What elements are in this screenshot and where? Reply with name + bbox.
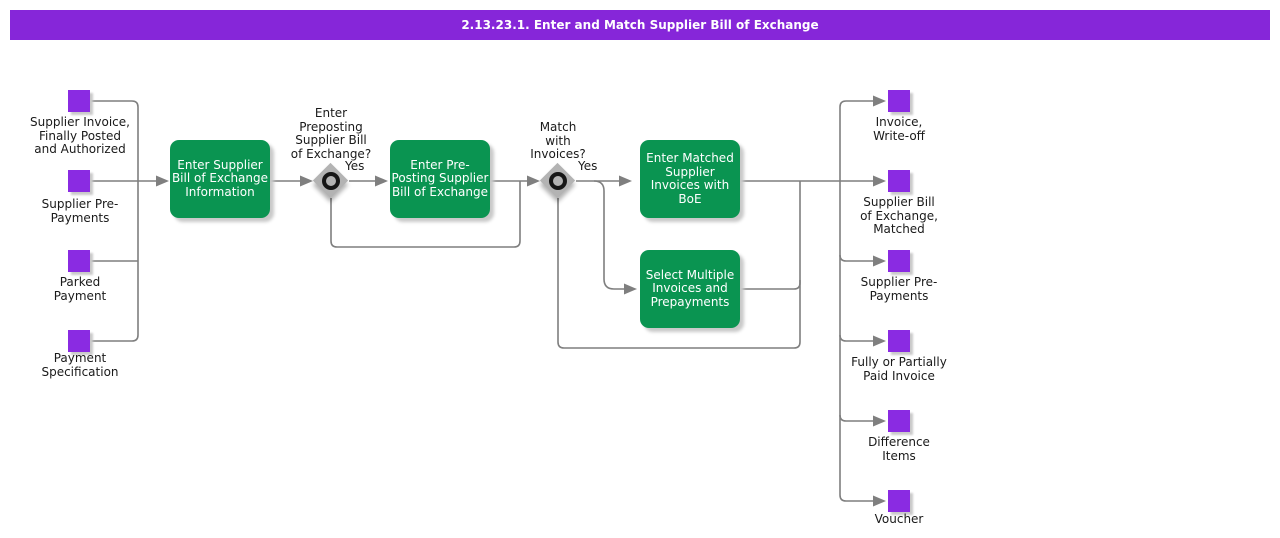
output-label-invoice-write-off: Invoice, Write-off xyxy=(873,115,925,143)
input-label-parked-payment: Parked Payment xyxy=(53,275,107,303)
output-icon-fully-partially-paid-invoice[interactable] xyxy=(888,330,910,352)
output-label-fully-partially-paid-invoice: Fully or Partially Paid Invoice xyxy=(851,355,947,383)
process-select-multiple-invoices[interactable]: Select Multiple Invoices and Prepayments xyxy=(640,250,740,328)
arrowhead xyxy=(873,415,886,427)
arrowhead xyxy=(624,283,637,295)
connector-branch-process4 xyxy=(593,180,624,290)
decision1-yes-label: Yes xyxy=(345,159,365,173)
process-label: Enter Supplier Bill of Exchange Informat… xyxy=(171,157,269,199)
input-icon-supplier-invoice[interactable] xyxy=(68,90,90,112)
arrowhead xyxy=(873,495,886,507)
input-icon-parked-payment[interactable] xyxy=(68,250,90,272)
output-label-supplier-boe-matched: Supplier Bill of Exchange, Matched xyxy=(860,195,938,236)
process-label: Enter Pre- Posting Supplier Bill of Exch… xyxy=(391,157,489,199)
output-label-difference-items: Difference Items xyxy=(868,435,930,463)
diagram-title-bar: 2.13.23.1. Enter and Match Supplier Bill… xyxy=(10,10,1270,40)
process-enter-supplier-boe-information[interactable]: Enter Supplier Bill of Exchange Informat… xyxy=(170,140,270,218)
decision2-yes-label: Yes xyxy=(578,159,598,173)
input-label-payment-specification: Payment Specification xyxy=(41,351,119,379)
arrowhead xyxy=(375,175,388,187)
connector-decision2-bypass xyxy=(557,181,801,349)
connector-fan-up xyxy=(839,100,873,181)
input-icon-supplier-prepayments[interactable] xyxy=(68,170,90,192)
arrowhead xyxy=(873,95,886,107)
output-label-voucher: Voucher xyxy=(874,512,924,526)
connector-process4-merge xyxy=(740,280,801,290)
decision1-ring-icon xyxy=(322,172,340,190)
decision2-ring-icon xyxy=(549,172,567,190)
arrowhead xyxy=(527,175,540,187)
connector-fan-down xyxy=(839,181,873,502)
connector-fan-branch-5 xyxy=(839,414,873,422)
arrowhead xyxy=(619,175,632,187)
arrowhead xyxy=(156,175,169,187)
process-enter-preposting-supplier-boe[interactable]: Enter Pre- Posting Supplier Bill of Exch… xyxy=(390,140,490,218)
output-icon-supplier-boe-matched[interactable] xyxy=(888,170,910,192)
arrowhead xyxy=(873,335,886,347)
arrowhead xyxy=(873,255,886,267)
arrowhead xyxy=(300,175,313,187)
output-icon-voucher[interactable] xyxy=(888,490,910,512)
output-icon-difference-items[interactable] xyxy=(888,410,910,432)
output-label-supplier-prepayments: Supplier Pre- Payments xyxy=(860,275,938,303)
input-label-supplier-prepayments: Supplier Pre- Payments xyxy=(41,197,119,225)
connector-left-collector xyxy=(90,100,139,342)
connector-fan-branch-4 xyxy=(839,334,873,342)
process-label: Select Multiple Invoices and Prepayments xyxy=(645,267,735,309)
output-icon-invoice-write-off[interactable] xyxy=(888,90,910,112)
diagram-title: 2.13.23.1. Enter and Match Supplier Bill… xyxy=(461,18,819,32)
connector-fan-branch-3 xyxy=(839,254,873,262)
decision2-question: Match with Invoices? xyxy=(530,120,586,161)
input-label-supplier-invoice: Supplier Invoice, Finally Posted and Aut… xyxy=(30,115,130,156)
decision1-question: Enter Preposting Supplier Bill of Exchan… xyxy=(290,106,372,161)
input-icon-payment-specification[interactable] xyxy=(68,330,90,352)
connector-decision1-bypass xyxy=(330,181,521,248)
process-enter-matched-supplier-invoices[interactable]: Enter Matched Supplier Invoices with BoE xyxy=(640,140,740,218)
arrowhead xyxy=(873,175,886,187)
output-icon-supplier-prepayments[interactable] xyxy=(888,250,910,272)
process-label: Enter Matched Supplier Invoices with BoE xyxy=(646,151,734,206)
